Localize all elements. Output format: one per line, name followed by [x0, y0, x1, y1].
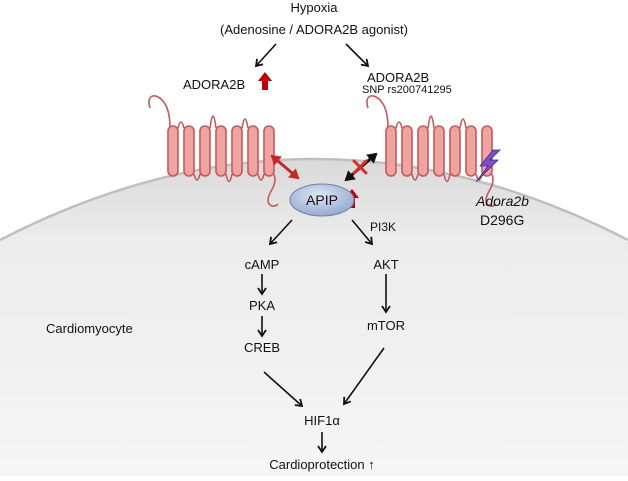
receptor-right-icon — [366, 95, 497, 207]
apip-label: APIP — [306, 192, 338, 208]
arrow-mtor-hif — [343, 347, 385, 406]
receptor-left-label: ADORA2B — [183, 77, 246, 92]
arrow-apip-akt — [351, 219, 374, 246]
cardiomyocyte-label: Cardiomyocyte — [46, 321, 133, 336]
cardioprotection-label: Cardioprotection ↑ — [269, 457, 375, 472]
arrow-hypoxia-left — [254, 43, 277, 68]
cell-membrane — [0, 157, 628, 242]
apip-node — [289, 183, 355, 217]
cell-body — [0, 159, 628, 476]
blocked-x-icon — [352, 159, 368, 175]
mtor-label: mTOR — [366, 318, 406, 333]
camp-label: cAMP — [244, 257, 280, 272]
pka-label: PKA — [248, 298, 276, 313]
arrow-creb-hif — [263, 371, 304, 408]
receptor-right-label: ADORA2B — [367, 70, 430, 85]
mutant-variant-label: D296G — [480, 212, 525, 228]
receptor-left-icon — [148, 95, 279, 207]
mutation-lightning-icon — [475, 149, 501, 183]
stimulus-line1: Hypoxia — [290, 0, 338, 15]
akt-label: AKT — [373, 257, 399, 272]
interaction-arrow-left — [270, 154, 300, 180]
arrow-apip-camp — [268, 219, 293, 246]
arrow-hypoxia-right — [345, 43, 370, 68]
receptor-right-snp: SNP rs200741295 — [362, 84, 452, 96]
up-arrow-icon — [258, 72, 272, 90]
stimulus-line2: (Adenosine / ADORA2B agonist) — [220, 22, 408, 37]
hif1a-label: HIF1α — [304, 413, 340, 428]
pi3k-label: PI3K — [370, 220, 397, 234]
creb-label: CREB — [243, 340, 281, 355]
mutant-gene-label: Adora2b — [476, 193, 529, 209]
